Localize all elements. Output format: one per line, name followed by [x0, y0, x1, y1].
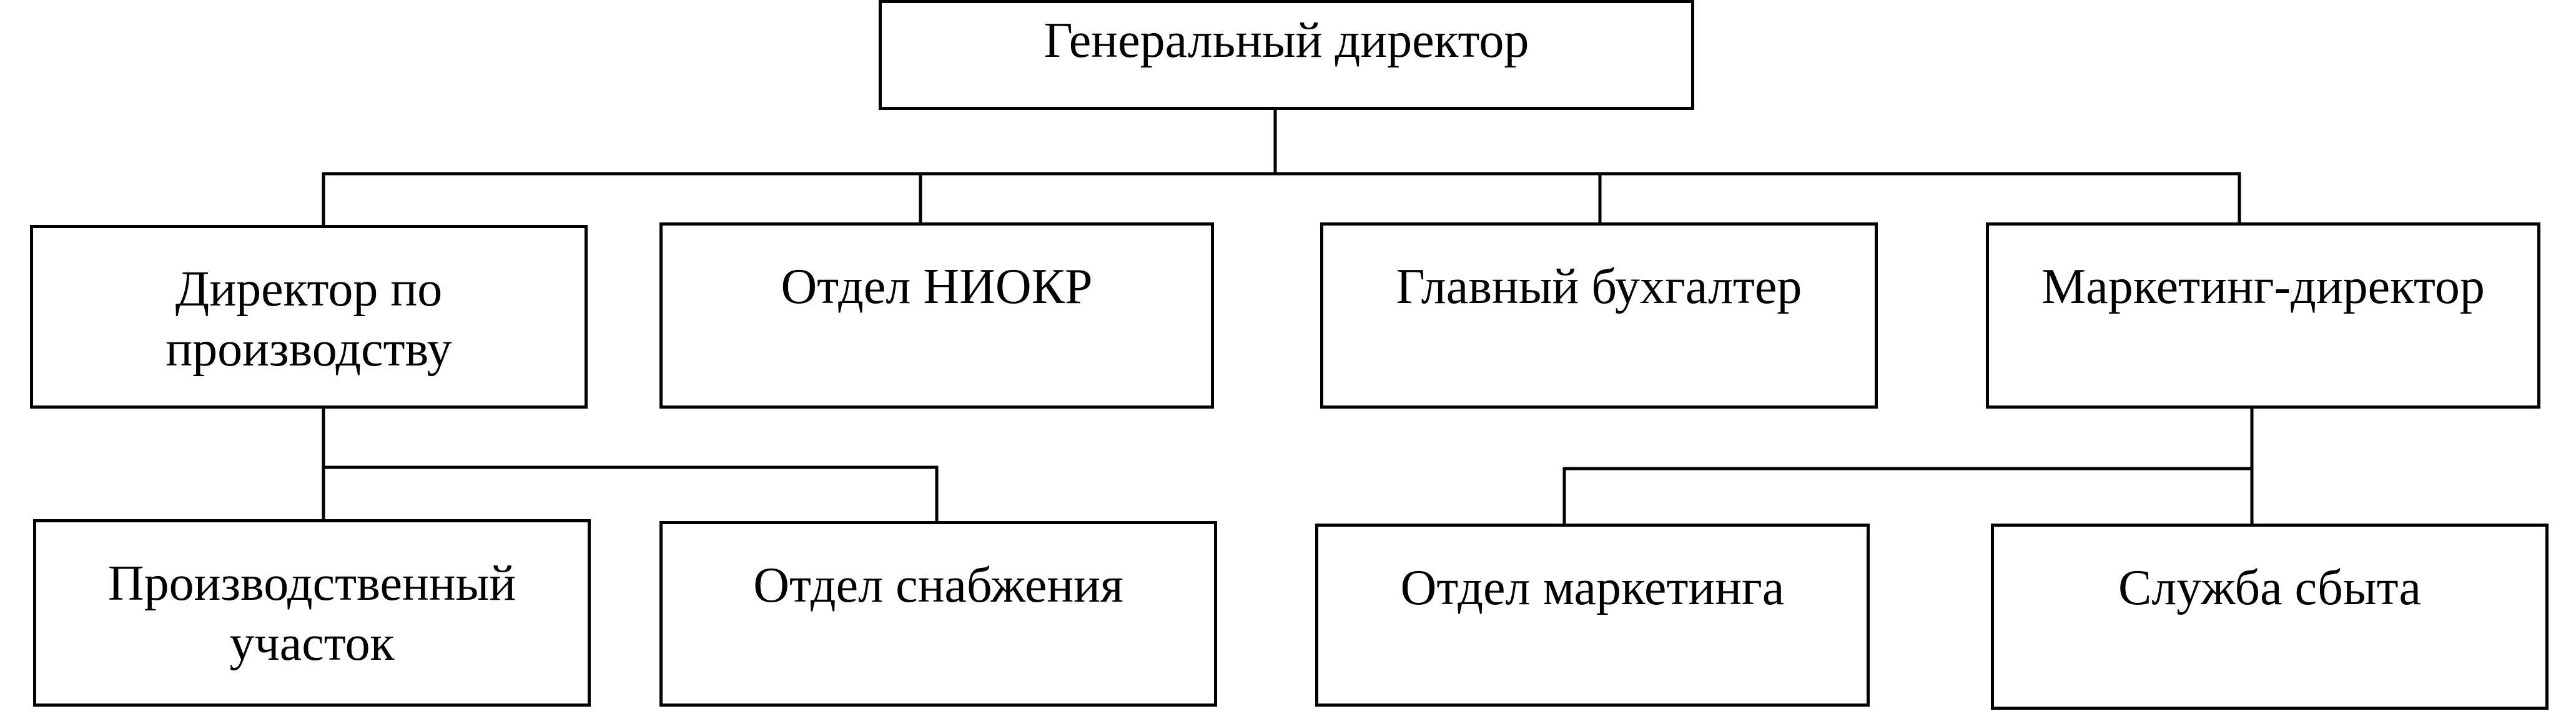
- node-marketing-director: Маркетинг-директор: [1986, 222, 2540, 409]
- node-rnd-department-label: Отдел НИОКР: [781, 259, 1093, 314]
- node-production-site-line-1: Производственный: [107, 556, 516, 611]
- node-production-site-line-2: участок: [229, 616, 395, 671]
- node-marketing-department-label: Отдел маркетинга: [1400, 560, 1785, 615]
- node-supply-department-label: Отдел снабжения: [753, 558, 1123, 613]
- node-chief-accountant-label: Главный бухгалтер: [1396, 259, 1802, 314]
- node-production-director-line-1: Директор по: [175, 262, 443, 317]
- node-production-director-line-2: производству: [165, 322, 452, 377]
- node-rnd-department: Отдел НИОКР: [659, 222, 1214, 409]
- node-marketing-director-label: Маркетинг-директор: [2041, 259, 2485, 314]
- node-sales-service: Служба сбыта: [1991, 524, 2549, 710]
- node-production-site: Производственный участок: [33, 519, 591, 707]
- node-chief-accountant: Главный бухгалтер: [1320, 222, 1878, 409]
- node-general-director-label: Генеральный директор: [1044, 13, 1529, 68]
- node-general-director: Генеральный директор: [879, 0, 1694, 110]
- node-supply-department: Отдел снабжения: [659, 521, 1217, 707]
- node-sales-service-label: Служба сбыта: [2118, 560, 2422, 615]
- node-marketing-department: Отдел маркетинга: [1315, 524, 1870, 707]
- node-production-director: Директор по производству: [30, 225, 588, 409]
